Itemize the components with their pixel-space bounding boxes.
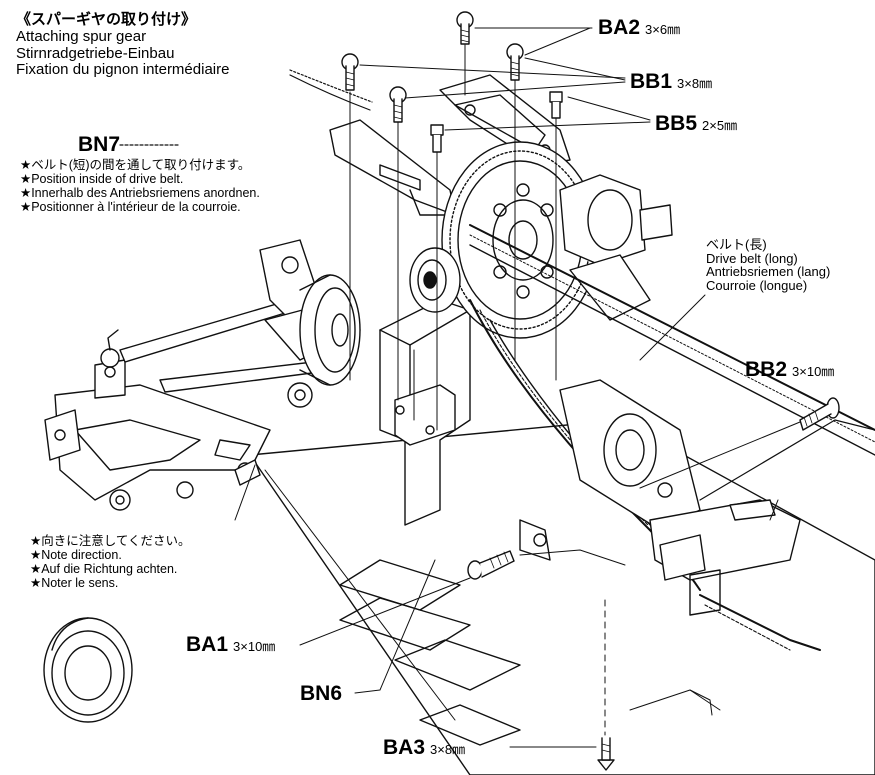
screw-bb1-left	[341, 53, 359, 91]
part-size: 3×8㎜	[430, 742, 466, 757]
direction-note-de: ★Auf die Richtung achten.	[30, 562, 178, 577]
belt-long-fr: Courroie (longue)	[706, 277, 808, 293]
part-label-bn6: BN6	[300, 682, 342, 706]
part-code: BN6	[300, 682, 343, 705]
direction-note-fr: ★Noter le sens.	[30, 576, 119, 591]
motor-mount	[559, 379, 875, 616]
part-size: 3×6㎜	[645, 22, 681, 37]
front-pulley	[299, 274, 361, 386]
belt-note-de: ★Innerhalb des Antriebsriemens anordnen.	[20, 186, 260, 201]
part-size: 3×10㎜	[233, 639, 276, 654]
suspension-arm	[44, 299, 296, 511]
part-label-ba2: BA2 3×6㎜	[598, 16, 680, 40]
rear-diff	[559, 174, 673, 321]
screw-ba2	[456, 11, 474, 45]
screw-bb1-mid	[389, 86, 407, 123]
belt-long-en: Drive belt (long)	[706, 250, 798, 266]
part-size: 3×8㎜	[677, 76, 713, 91]
part-code: BA1	[186, 633, 229, 656]
title-jp: 《スパーギヤの取り付け》	[16, 11, 197, 28]
part-label-bb5: BB5 2×5㎜	[655, 112, 737, 136]
part-code: BB2	[745, 358, 788, 381]
part-code: BN7	[78, 133, 121, 156]
screw-ba1	[467, 550, 515, 580]
part-label-ba1: BA1 3×10㎜	[186, 633, 275, 657]
part-label-ba3: BA3 3×8㎜	[383, 736, 465, 760]
belt-note-en: ★Position inside of drive belt.	[20, 172, 184, 187]
part-size: 2×5㎜	[702, 118, 738, 133]
part-code: BA3	[383, 736, 426, 759]
title-en: Attaching spur gear	[16, 27, 147, 45]
screw-bb2	[799, 397, 840, 431]
belt-long-jp: ベルト(長)	[706, 237, 767, 252]
belt-long-label: ベルト(長) Drive belt (long) Antriebsriemen …	[706, 238, 830, 293]
part-code: BB5	[655, 112, 698, 135]
belt-long-de: Antriebsriemen (lang)	[706, 264, 831, 280]
part-code: BB1	[630, 70, 673, 93]
part-label-bb2: BB2 3×10㎜	[745, 358, 834, 382]
chassis-plate	[249, 419, 875, 775]
screw-bb1-right	[506, 43, 524, 81]
direction-note-en: ★Note direction.	[30, 548, 122, 563]
direction-note-jp: ★向きに注意してください。	[30, 534, 191, 548]
belt-note-fr: ★Positionner à l'intérieur de la courroi…	[20, 200, 241, 215]
part-size: 3×10㎜	[792, 364, 835, 379]
bulkhead-bn6	[379, 299, 551, 561]
title-de: Stirnradgetriebe-Einbau	[16, 44, 175, 62]
bearing-inset	[43, 617, 133, 723]
part-label-bb1: BB1 3×8㎜	[630, 70, 712, 94]
direction-note: ★向きに注意してください。 ★Note direction. ★Auf die …	[30, 534, 191, 592]
screw-bb5-right	[549, 91, 563, 119]
title-fr: Fixation du pignon intermédiaire	[16, 61, 230, 79]
screw-ba3	[597, 737, 615, 771]
title-block: 《スパーギヤの取り付け》 Attaching spur gear Stirnra…	[16, 12, 229, 79]
part-label-bn7: BN7	[78, 133, 120, 157]
pulley-bearing	[409, 247, 461, 313]
belt-note-jp: ★ベルト(短)の間を通して取り付けます。	[20, 158, 251, 172]
part-code: BA2	[598, 16, 641, 39]
belt-note: ★ベルト(短)の間を通して取り付けます。 ★Position inside of…	[20, 158, 260, 216]
screw-bb5-left	[430, 124, 444, 153]
leader-lines	[119, 27, 779, 748]
